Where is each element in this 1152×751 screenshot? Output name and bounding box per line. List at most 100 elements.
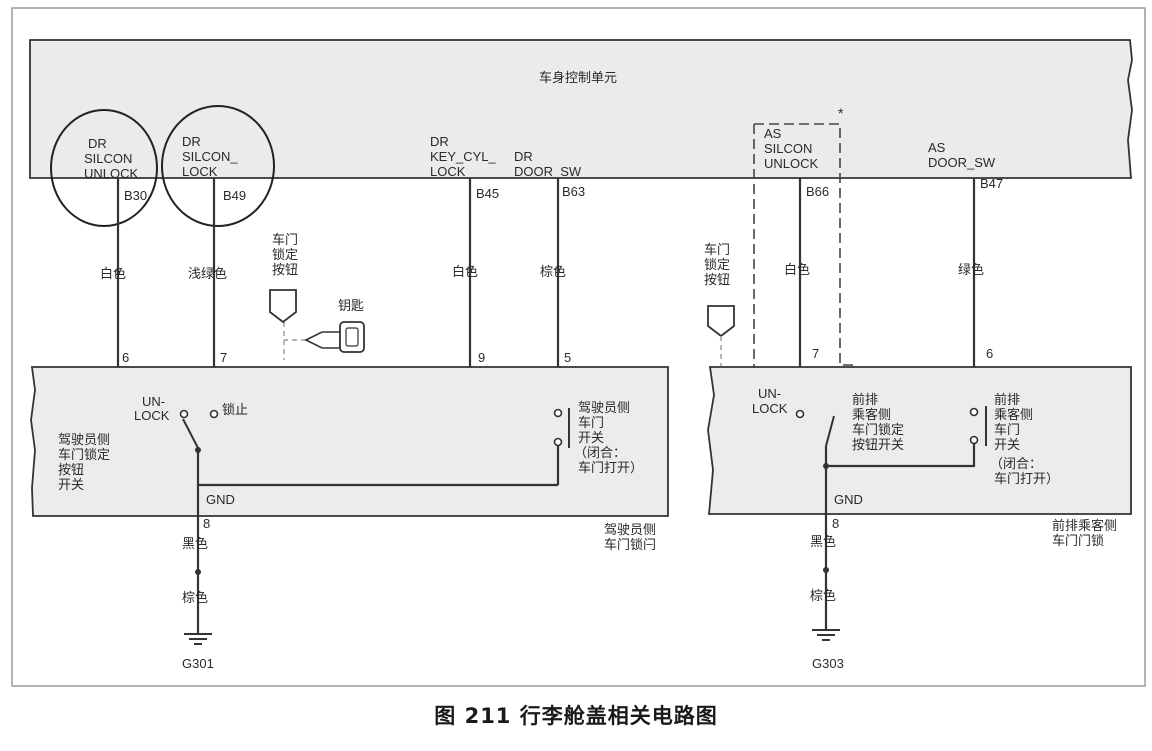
lock-pin-6: 6 xyxy=(122,350,129,365)
wire-color-b66: 白色 xyxy=(784,262,810,278)
bcm-title: 车身控制单元 xyxy=(539,70,617,86)
key-icon xyxy=(304,321,365,353)
svg-text:DR: DR xyxy=(514,149,533,164)
svg-text:按钮: 按钮 xyxy=(58,462,84,477)
passenger-door-switch-label: 前排 乘客侧 车门 开关 （闭合： 车门打开） xyxy=(990,392,1059,486)
bcm-label-b49: DR SILCON_ LOCK xyxy=(182,134,238,179)
svg-text:DR: DR xyxy=(430,134,449,149)
svg-text:LOCK: LOCK xyxy=(134,408,170,423)
svg-text:（闭合：: （闭合： xyxy=(574,445,626,460)
svg-text:车门打开）: 车门打开） xyxy=(578,460,643,475)
svg-text:车门锁定: 车门锁定 xyxy=(58,447,110,462)
svg-text:车门: 车门 xyxy=(578,415,604,430)
svg-text:开关: 开关 xyxy=(58,477,84,492)
wire-color-b30: 白色 xyxy=(100,266,126,282)
svg-text:SILCON: SILCON xyxy=(84,151,132,166)
svg-text:按钮: 按钮 xyxy=(272,262,298,277)
passenger-knob-label: 车门 锁定 按钮 xyxy=(704,242,730,287)
svg-text:SILCON_: SILCON_ xyxy=(182,149,238,164)
wire-color-b63: 棕色 xyxy=(540,264,566,280)
svg-text:LOCK: LOCK xyxy=(182,164,218,179)
svg-text:车门: 车门 xyxy=(704,242,730,257)
passenger-door-switch xyxy=(969,406,987,446)
ground-label-g301: G301 xyxy=(182,656,214,671)
lock-pin-5: 5 xyxy=(564,350,571,365)
lock-pin-7: 7 xyxy=(220,350,227,365)
driver-lock-button-switch-label: 驾驶员侧 车门锁定 按钮 开关 xyxy=(58,432,110,492)
svg-text:车门锁定: 车门锁定 xyxy=(852,422,904,437)
svg-text:车门锁闩: 车门锁闩 xyxy=(604,537,656,552)
driver-door-switch xyxy=(553,408,570,485)
bcm-label-b47: AS DOOR_SW xyxy=(928,140,996,170)
ground-symbol-g303 xyxy=(812,629,840,641)
driver-lock-button-switch xyxy=(179,409,219,485)
figure-caption: 图 211 行李舱盖相关电路图 xyxy=(434,704,718,728)
wire-color-b47: 绿色 xyxy=(958,262,984,278)
passenger-gnd-bus xyxy=(826,444,976,468)
svg-text:驾驶员侧: 驾驶员侧 xyxy=(578,400,630,415)
pin-b63: B63 xyxy=(562,184,585,199)
driver-gnd-wire-color-2: 棕色 xyxy=(182,590,208,606)
ground-symbol-g301 xyxy=(184,633,212,645)
pin-b45: B45 xyxy=(476,186,499,201)
svg-text:锁定: 锁定 xyxy=(704,257,730,272)
as-lock-pin-7: 7 xyxy=(812,346,819,361)
svg-text:车门: 车门 xyxy=(272,232,298,247)
driver-lock-box xyxy=(30,366,669,517)
svg-text:SILCON: SILCON xyxy=(764,141,812,156)
passenger-lock-knob-icon xyxy=(707,305,735,338)
bcm-box xyxy=(29,39,1133,179)
svg-text:UNLOCK: UNLOCK xyxy=(764,156,819,171)
passenger-gnd-label: GND xyxy=(834,492,863,507)
circle-mark-b49 xyxy=(161,105,275,227)
svg-text:UN-: UN- xyxy=(758,386,781,401)
ground-label-g303: G303 xyxy=(812,656,844,671)
wire-color-b49: 浅绿色 xyxy=(188,266,227,282)
svg-text:驾驶员侧: 驾驶员侧 xyxy=(58,432,110,447)
svg-text:车门: 车门 xyxy=(994,422,1020,437)
svg-text:按钮: 按钮 xyxy=(704,272,730,287)
passenger-splice-dot xyxy=(823,567,829,573)
svg-text:按钮开关: 按钮开关 xyxy=(852,437,904,452)
bcm-label-b66: AS SILCON UNLOCK xyxy=(764,126,819,171)
passenger-gnd-pin: 8 xyxy=(832,516,839,531)
svg-text:开关: 开关 xyxy=(994,437,1020,452)
wire-color-b45: 白色 xyxy=(452,264,478,280)
svg-text:DR: DR xyxy=(182,134,201,149)
passenger-gnd-wire-color-2: 棕色 xyxy=(810,588,836,604)
pin-b30: B30 xyxy=(124,188,147,203)
bcm-label-b30: DR SILCON UNLOCK xyxy=(84,136,139,181)
svg-text:AS: AS xyxy=(928,140,946,155)
driver-knob-label: 车门 锁定 按钮 xyxy=(272,232,298,277)
passenger-gnd-wire-color-1: 黑色 xyxy=(810,534,836,550)
svg-text:AS: AS xyxy=(764,126,782,141)
svg-text:KEY_CYL_: KEY_CYL_ xyxy=(430,149,497,164)
lock-pin-9: 9 xyxy=(478,350,485,365)
pin-b66: B66 xyxy=(806,184,829,199)
driver-lock-title: 驾驶员侧 车门锁闩 xyxy=(604,522,656,552)
svg-text:前排: 前排 xyxy=(852,392,878,407)
svg-text:锁定: 锁定 xyxy=(272,247,298,262)
driver-gnd-label: GND xyxy=(206,492,235,507)
as-lock-pin-6: 6 xyxy=(986,346,993,361)
svg-text:LOCK: LOCK xyxy=(752,401,788,416)
lock-knob-icon xyxy=(269,289,297,324)
passenger-lock-button-switch-label: 前排 乘客侧 车门锁定 按钮开关 xyxy=(852,392,904,452)
svg-text:车门打开）: 车门打开） xyxy=(994,471,1059,486)
pin-b49: B49 xyxy=(223,188,246,203)
bcm-label-b63: DR DOOR_SW xyxy=(514,149,582,179)
driver-door-switch-label: 驾驶员侧 车门 开关 （闭合： 车门打开） xyxy=(574,400,643,475)
driver-unlock-label: UN- LOCK xyxy=(134,394,170,423)
key-link xyxy=(283,322,306,360)
bcm-label-b45: DR KEY_CYL_ LOCK xyxy=(430,134,497,179)
svg-text:前排: 前排 xyxy=(994,392,1020,407)
key-label: 钥匙 xyxy=(338,299,364,314)
page-frame xyxy=(11,7,1146,687)
passenger-unlock-label: UN- LOCK xyxy=(752,386,788,416)
svg-text:DOOR_SW: DOOR_SW xyxy=(514,164,582,179)
svg-text:驾驶员侧: 驾驶员侧 xyxy=(604,522,656,537)
driver-splice-dot xyxy=(195,569,201,575)
svg-text:车门门锁: 车门门锁 xyxy=(1052,533,1104,548)
svg-text:DR: DR xyxy=(88,136,107,151)
